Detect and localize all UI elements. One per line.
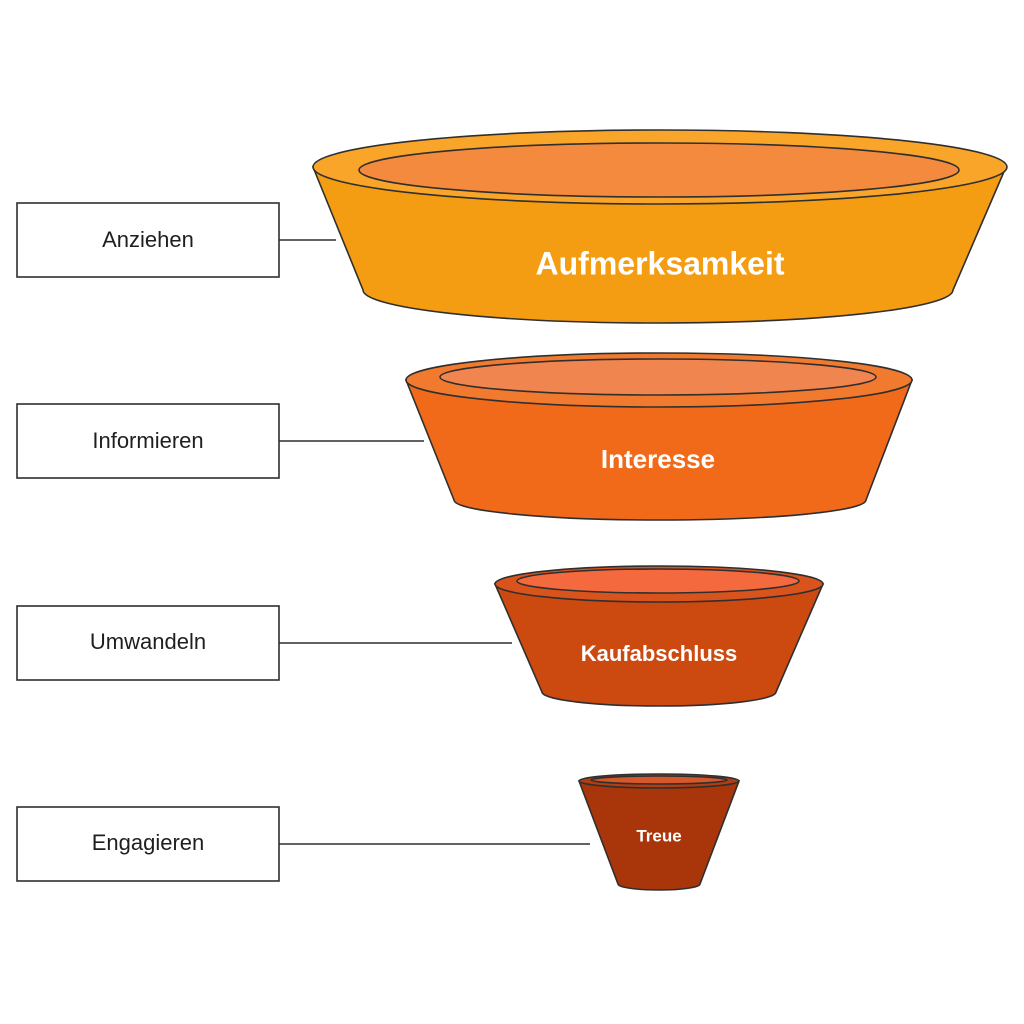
segment-label-4: Treue bbox=[636, 826, 681, 845]
funnel-segment-3 bbox=[493, 583, 825, 707]
funnel-inner-2 bbox=[439, 358, 877, 396]
segment-label-2: Interesse bbox=[601, 444, 715, 474]
stage-label-3: Umwandeln bbox=[90, 629, 206, 654]
stage-label-2: Informieren bbox=[92, 428, 203, 453]
stage-label-1: Anziehen bbox=[102, 227, 194, 252]
funnel-inner-3 bbox=[516, 568, 800, 594]
funnel-inner-4 bbox=[590, 775, 728, 785]
segment-label-1: Aufmerksamkeit bbox=[536, 245, 785, 281]
funnel-segment-1 bbox=[311, 166, 1008, 324]
funnel-stage-1: Anziehen Aufmerksamkeit bbox=[16, 129, 1008, 324]
segment-label-3: Kaufabschluss bbox=[581, 641, 738, 666]
stage-label-box-2 bbox=[16, 403, 280, 479]
funnel-inner-1 bbox=[358, 142, 960, 198]
funnel-segment-4 bbox=[577, 780, 741, 891]
funnel-segment-2 bbox=[404, 379, 914, 521]
stage-label-box-1 bbox=[16, 202, 280, 278]
funnel-stage-3: Umwandeln Kaufabschluss bbox=[16, 565, 825, 707]
funnel-stage-4: Engagieren Treue bbox=[16, 773, 741, 891]
stage-label-4: Engagieren bbox=[92, 830, 205, 855]
stage-label-box-3 bbox=[16, 605, 280, 681]
funnel-stage-2: Informieren Interesse bbox=[16, 352, 914, 521]
